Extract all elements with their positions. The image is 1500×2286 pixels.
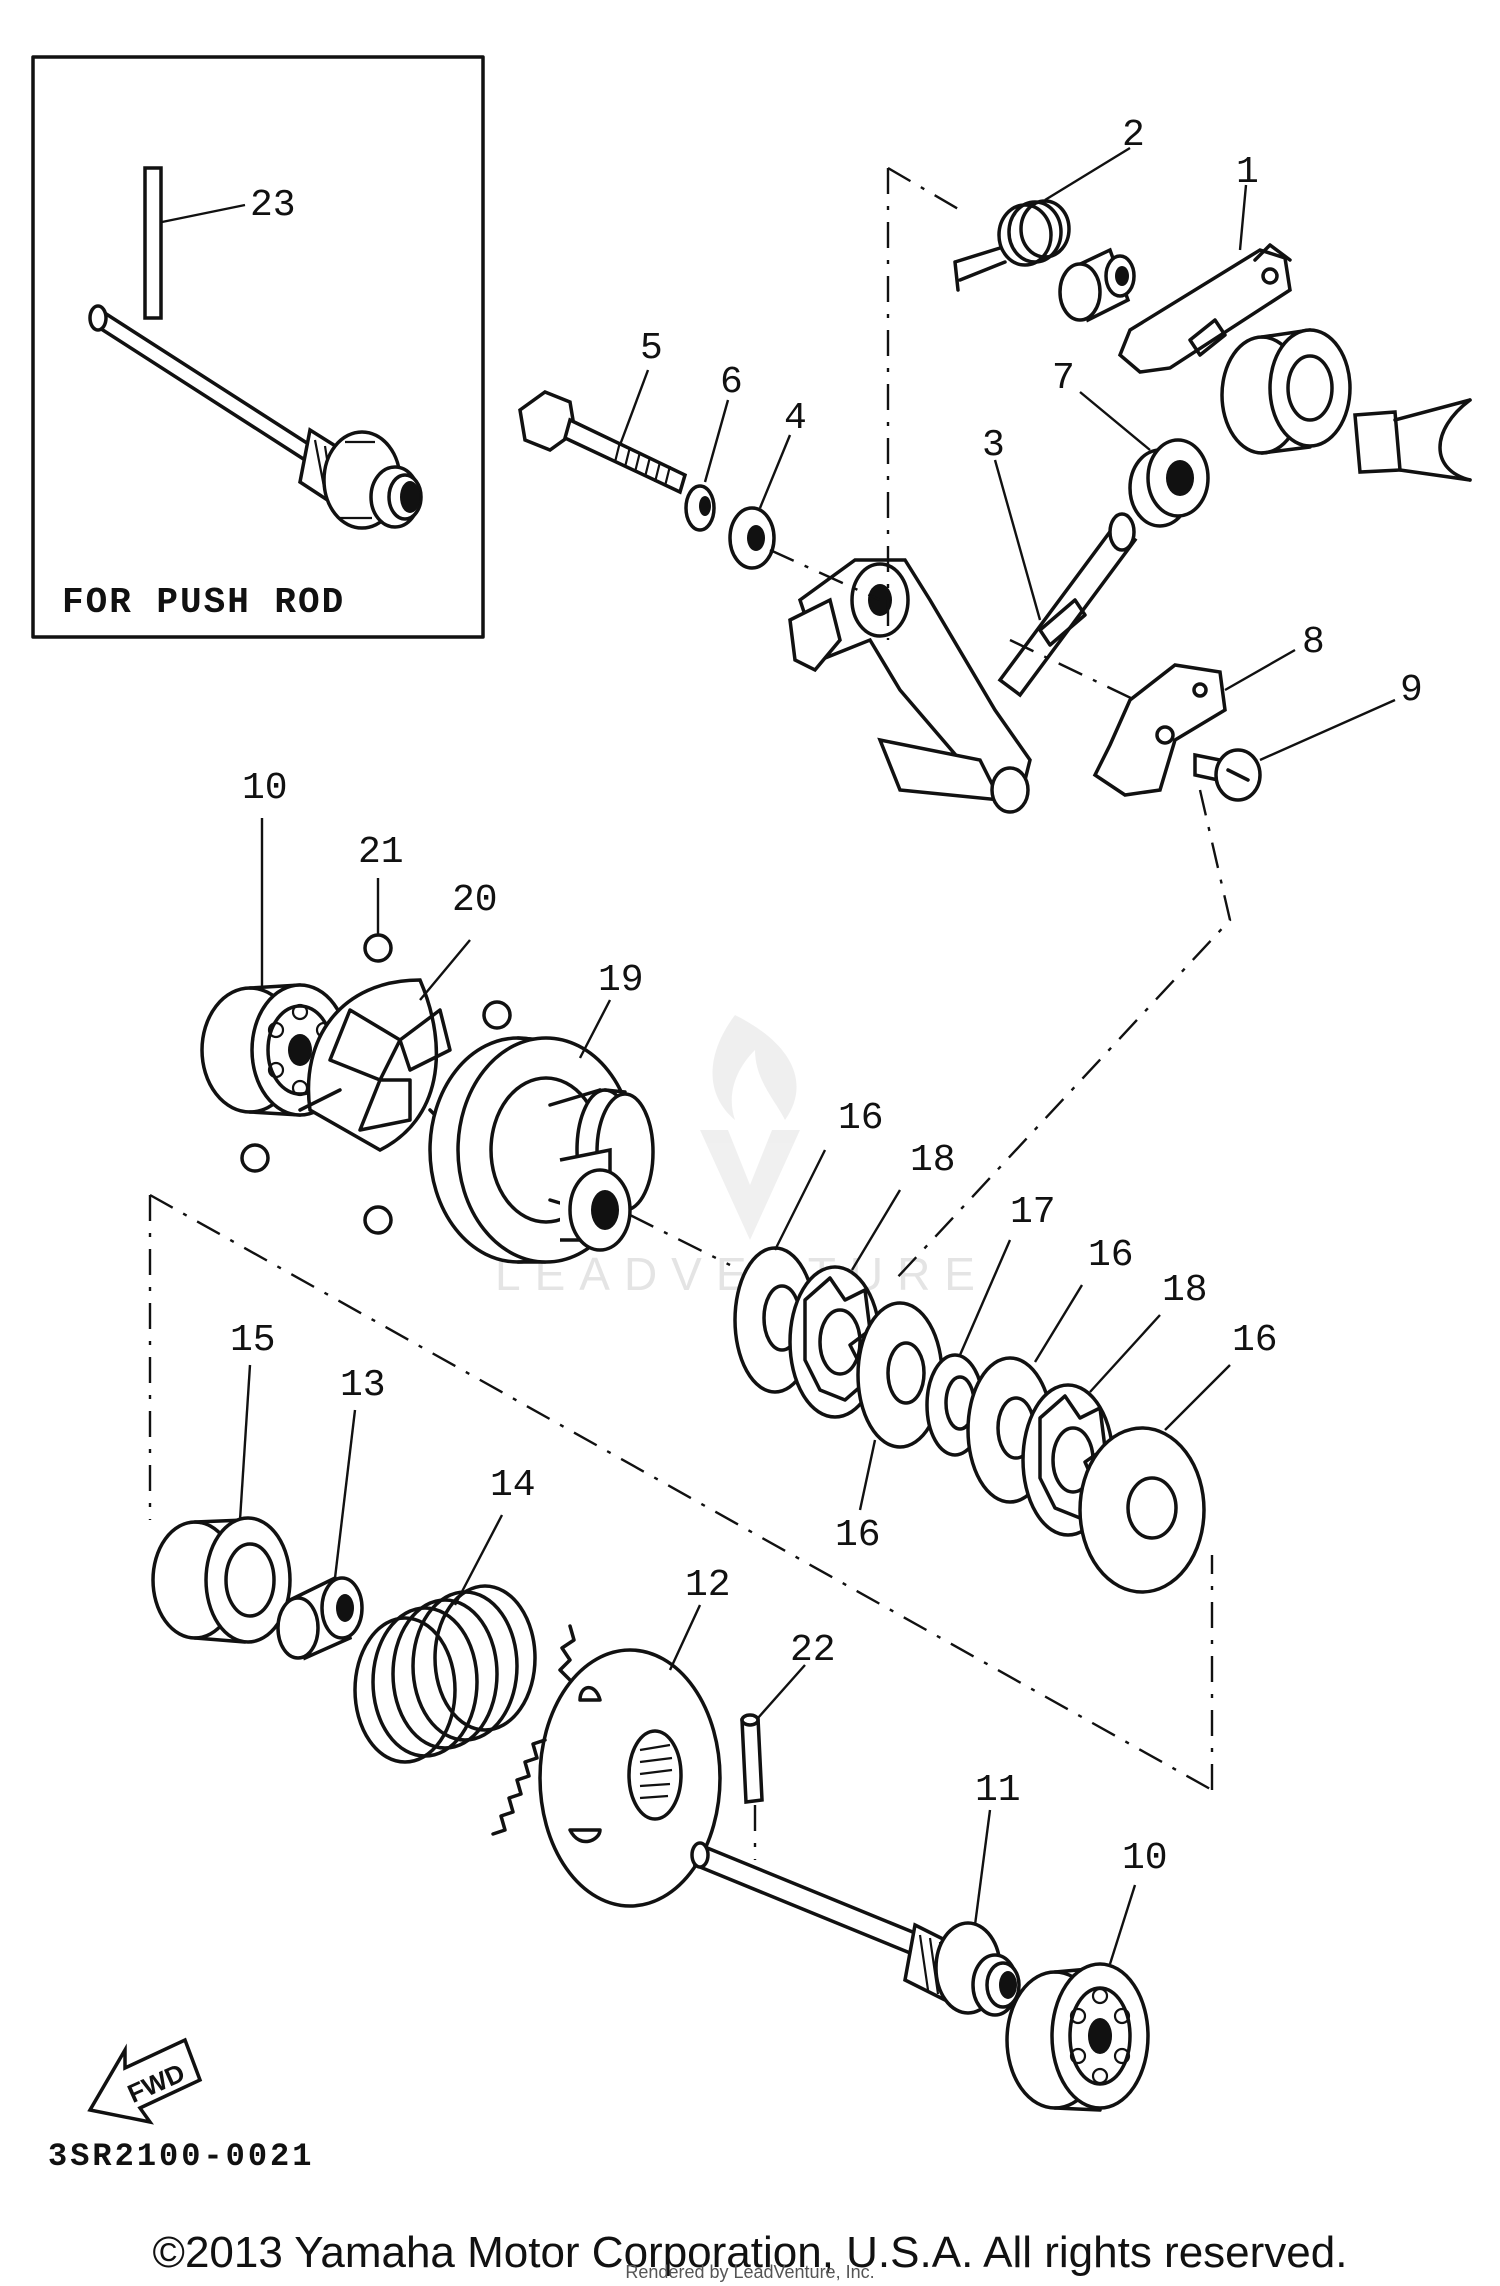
part-10-bearing-lower [1005, 1962, 1150, 2112]
callout-19: 19 [598, 959, 644, 1002]
callout-12: 12 [685, 1564, 731, 1607]
part-14-spring [353, 1584, 537, 1764]
callout-11: 11 [975, 1769, 1021, 1812]
part-3-push-lever-axle [788, 512, 1138, 814]
callout-9: 9 [1400, 669, 1423, 712]
callout-1: 1 [1236, 151, 1259, 194]
callout-20: 20 [452, 879, 498, 922]
inset-caption: FOR PUSH ROD [62, 582, 345, 623]
part-13-collar [276, 1575, 364, 1661]
part-15-oil-seal [151, 1516, 292, 1644]
part-12-sprocket [491, 1624, 722, 1908]
callout-5: 5 [640, 327, 663, 370]
part-9-screw [1193, 748, 1262, 802]
callout-16-d: 16 [1232, 1319, 1278, 1362]
callout-13: 13 [340, 1364, 386, 1407]
part-5-bolt [518, 390, 688, 495]
rendered-by-note: Rendered by LeadVenture, Inc. [625, 2262, 875, 2282]
push-rod-inset-drawing [88, 166, 423, 530]
part-shaft-stub [1353, 398, 1472, 482]
part-16-friction-plate-d [1078, 1426, 1206, 1594]
part-21-balls [240, 933, 512, 1235]
part-4-washer [728, 506, 776, 570]
callout-8: 8 [1302, 621, 1325, 664]
callout-3: 3 [982, 424, 1005, 467]
parts-diagram: LEADVENTURE 23 FOR PUSH ROD 2 [31, 55, 1472, 2175]
part-7-oil-seal [1128, 438, 1210, 528]
callout-18-b: 18 [1162, 1269, 1208, 1312]
callout-22: 22 [790, 1629, 836, 1672]
part-8-plate [1092, 663, 1227, 797]
callout-16-a: 16 [838, 1097, 884, 1140]
callout-16-b: 16 [835, 1514, 881, 1557]
fwd-arrow [87, 2037, 203, 2125]
diagram-code: 3SR2100-0021 [48, 2138, 314, 2175]
callout-6: 6 [720, 361, 743, 404]
callout-7: 7 [1052, 357, 1075, 400]
part-19-pressure-plate [428, 1036, 655, 1264]
watermark-logo [700, 1015, 800, 1240]
callout-17: 17 [1010, 1191, 1056, 1234]
part-2-spring [953, 199, 1071, 292]
inset-box [31, 55, 485, 639]
callout-23: 23 [250, 184, 296, 227]
callout-15: 15 [230, 1319, 276, 1362]
callout-18-a: 18 [910, 1139, 956, 1182]
copyright-notice: ©2013 Yamaha Motor Corporation, U.S.A. A… [152, 2228, 1348, 2277]
callout-2: 2 [1122, 114, 1145, 157]
callout-16-c: 16 [1088, 1234, 1134, 1277]
callout-10-lower: 10 [1122, 1837, 1168, 1880]
callout-21: 21 [358, 831, 404, 874]
callout-4: 4 [784, 397, 807, 440]
callout-14: 14 [490, 1464, 536, 1507]
part-collar [1058, 247, 1136, 323]
part-22-pin [740, 1713, 764, 1804]
part-6-washer [684, 484, 716, 532]
part-1-lever-plate [1117, 243, 1292, 374]
part-11-push-rod [690, 1841, 1021, 2017]
part-20-cam [298, 978, 452, 1152]
part-hub [1220, 328, 1352, 455]
callout-10-upper: 10 [242, 767, 288, 810]
